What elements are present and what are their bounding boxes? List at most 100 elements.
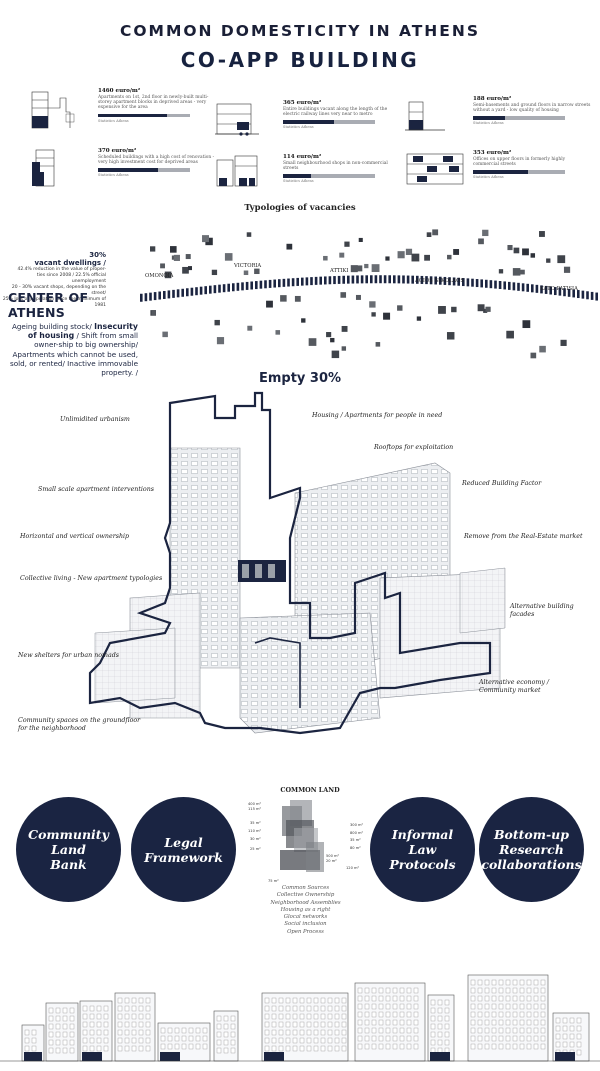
vacancy-square — [331, 350, 340, 359]
street-window — [470, 1027, 476, 1034]
street-window — [138, 1021, 144, 1028]
street-window — [299, 1005, 305, 1012]
vacancy-square — [330, 337, 335, 343]
street-window — [96, 1013, 102, 1020]
street-window — [498, 1035, 504, 1042]
street-window — [519, 1011, 525, 1018]
annotation: Reduced Building Factor — [462, 480, 542, 487]
rail-tie — [429, 276, 433, 285]
street-window — [202, 1043, 208, 1050]
street-window — [320, 1021, 326, 1028]
street-window — [145, 1005, 151, 1012]
circle-line: Research — [499, 842, 564, 857]
street-window — [131, 997, 137, 1004]
building-icon — [406, 153, 464, 185]
vacancy-square — [522, 248, 529, 256]
street-window — [89, 1005, 95, 1012]
street-window — [371, 1011, 377, 1018]
center-athens-text: Ageing building stock/ Insecurity of hou… — [8, 322, 138, 377]
rail-tie — [236, 282, 240, 291]
street-window — [181, 1027, 187, 1034]
street-window — [334, 1013, 340, 1020]
stat-source: Statistics Athens — [98, 118, 129, 123]
stat-desc: Semi-basements and ground floors in narr… — [473, 103, 591, 114]
rail-tie — [393, 275, 396, 284]
rail-tie — [411, 275, 414, 284]
street-window — [264, 1037, 270, 1044]
street-window — [117, 1037, 123, 1044]
rail-tie — [259, 280, 263, 289]
street-window — [399, 995, 405, 1002]
rail-tie — [475, 279, 479, 288]
street-window — [470, 987, 476, 994]
rail-tie — [204, 286, 207, 295]
street-window — [540, 1035, 546, 1042]
street-window — [131, 1037, 137, 1044]
street-dark-unit — [24, 1052, 42, 1061]
vacancy-square — [485, 306, 491, 312]
vacancy-square — [301, 318, 306, 323]
rail-tie — [443, 276, 447, 285]
vacancy-square — [246, 232, 252, 237]
vacancy-square — [286, 243, 293, 250]
street-window — [271, 1029, 277, 1036]
street-window — [512, 1035, 518, 1042]
street-window — [145, 1013, 151, 1020]
rail-tie — [462, 278, 465, 287]
street-window — [533, 1003, 539, 1010]
vacancy-square — [243, 270, 249, 276]
rail-tie — [531, 284, 534, 293]
annotation: Collective living - New apartment typolo… — [20, 575, 163, 582]
rail-tie — [540, 285, 543, 294]
street-window — [484, 1011, 490, 1018]
rail-tie — [439, 276, 442, 285]
rail-tie — [356, 275, 359, 284]
street-window — [378, 1011, 384, 1018]
street-window — [230, 1031, 236, 1038]
street-window — [498, 1003, 504, 1010]
stat-block-4: 370 euro/m² Scheduled buildings with a h… — [30, 148, 220, 192]
rail-tie — [264, 280, 267, 289]
vacancy-square — [546, 258, 551, 263]
street-window — [470, 1003, 476, 1010]
street-window — [299, 1013, 305, 1020]
stat-desc: Scheduled buildings with a high cost of … — [98, 155, 215, 166]
street-window — [24, 1045, 30, 1052]
rail-tie — [222, 284, 226, 293]
building-icon — [31, 91, 75, 129]
street-window — [48, 1047, 54, 1054]
street-window — [167, 1027, 173, 1034]
street-window — [271, 1045, 277, 1052]
area-label: 115 m² — [248, 807, 262, 811]
street-window — [82, 1005, 88, 1012]
vacancy-square — [344, 241, 350, 247]
annotation-line: Community market — [479, 686, 541, 694]
street-window — [62, 1015, 68, 1022]
street-window — [341, 1037, 347, 1044]
vacancy-square — [513, 247, 520, 254]
street-window — [138, 1005, 144, 1012]
street-window — [399, 1035, 405, 1042]
street-window — [505, 1019, 511, 1026]
street-window — [334, 1005, 340, 1012]
street-window — [540, 1027, 546, 1034]
street-window — [470, 979, 476, 986]
street-window — [477, 1019, 483, 1026]
street-window — [117, 997, 123, 1004]
street-window — [145, 1037, 151, 1044]
street-window — [188, 1035, 194, 1042]
street-window — [89, 1013, 95, 1020]
street-window — [505, 995, 511, 1002]
street-window — [444, 1007, 450, 1014]
stat-bar-fill — [98, 168, 158, 172]
stat-bar — [283, 174, 375, 178]
street-window — [327, 1029, 333, 1036]
rail-tie — [328, 276, 332, 285]
common-land-item: Collective Ownership — [276, 892, 335, 899]
street-window — [399, 987, 405, 994]
rail-tie — [452, 277, 456, 286]
street-window — [357, 1019, 363, 1026]
area-label: 120 m² — [346, 866, 360, 870]
street-window — [96, 1045, 102, 1052]
